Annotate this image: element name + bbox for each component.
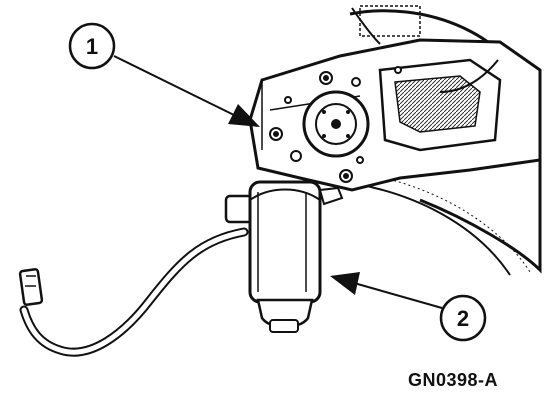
bolts: [269, 66, 402, 183]
mounting-bracket: [248, 38, 542, 192]
callout-2: 2: [330, 272, 487, 342]
wire-harness: [18, 227, 249, 357]
callout-2-number: 2: [457, 306, 469, 331]
wire-connector: [18, 268, 44, 306]
callout-1-number: 1: [86, 34, 98, 59]
figure-id-label: GN0398-A: [408, 370, 499, 390]
window-motor: [224, 180, 344, 333]
gear-hub: [302, 90, 370, 158]
callout-1: 1: [68, 22, 260, 127]
